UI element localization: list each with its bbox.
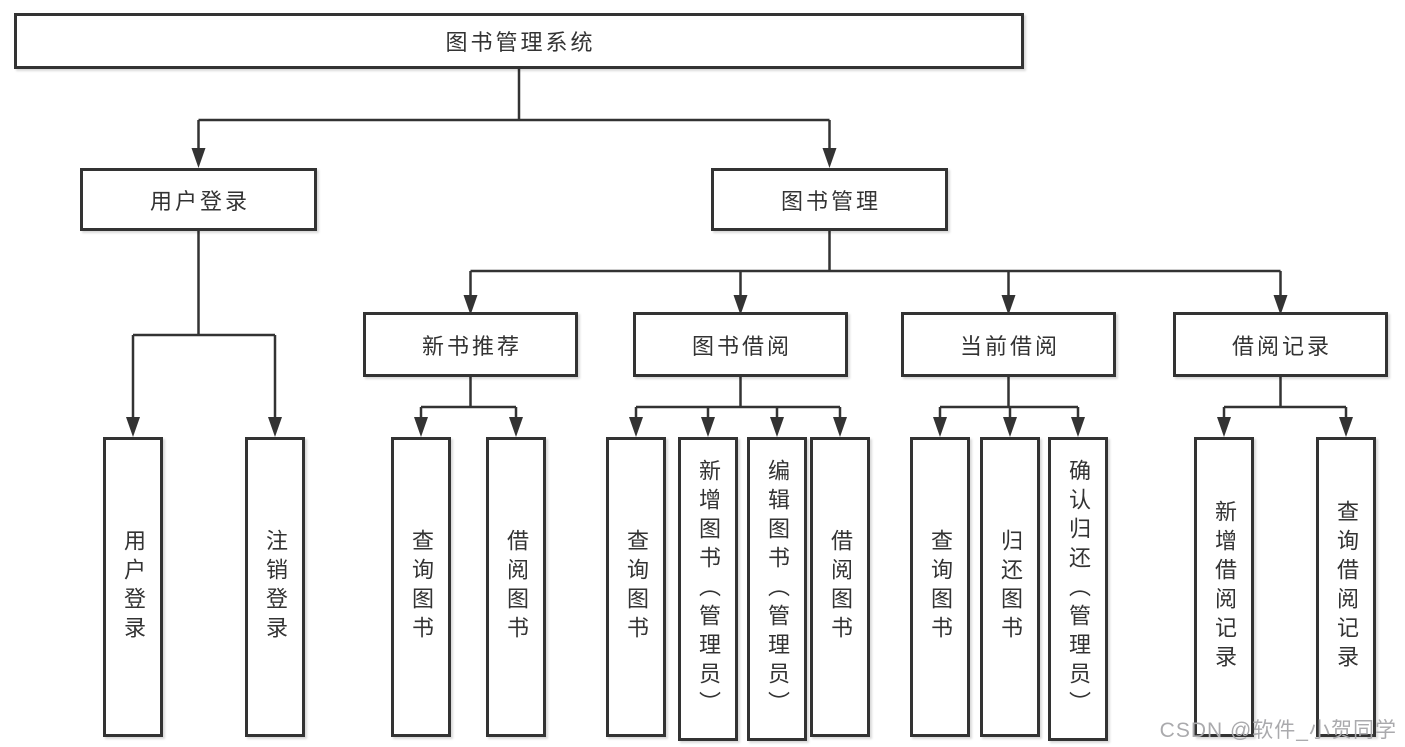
node-user-login: 用户登录 — [80, 168, 317, 231]
node-book-management: 图书管理 — [711, 168, 948, 231]
node-label: 编辑图书（管理员） — [765, 458, 790, 720]
node-current-borrow: 当前借阅 — [901, 312, 1116, 377]
node-label: 确认归还（管理员） — [1066, 458, 1091, 720]
node-label: 用户登录 — [121, 529, 146, 645]
node-label: 新书推荐 — [421, 333, 522, 359]
leaf-borrow-books-recommend: 借阅图书 — [486, 437, 546, 737]
node-label: 注销登录 — [263, 529, 288, 645]
node-library-system: 图书管理系统 — [14, 13, 1024, 69]
leaf-borrow-books: 借阅图书 — [810, 437, 870, 737]
node-label: 新增图书（管理员） — [696, 458, 721, 720]
leaf-add-book-admin: 新增图书（管理员） — [678, 437, 738, 741]
leaf-user-login: 用户登录 — [103, 437, 163, 737]
node-label: 查询图书 — [928, 529, 953, 645]
node-label: 借阅图书 — [504, 529, 529, 645]
node-book-borrow: 图书借阅 — [633, 312, 848, 377]
node-label: 借阅图书 — [828, 529, 853, 645]
node-label: 借阅记录 — [1231, 333, 1332, 359]
leaf-add-borrow-record: 新增借阅记录 — [1194, 437, 1254, 737]
leaf-edit-book-admin: 编辑图书（管理员） — [747, 437, 807, 741]
leaf-logout: 注销登录 — [245, 437, 305, 737]
leaf-query-books-current: 查询图书 — [910, 437, 970, 737]
csdn-watermark: CSDN @软件_小贺同学 — [1159, 719, 1397, 742]
node-new-book-recommend: 新书推荐 — [363, 312, 578, 377]
node-borrow-records: 借阅记录 — [1173, 312, 1388, 377]
arrowheads — [126, 148, 1353, 437]
connector-lines — [131, 69, 1348, 429]
leaf-query-books-borrow: 查询图书 — [606, 437, 666, 737]
node-label: 图书管理 — [780, 188, 881, 214]
leaf-confirm-return-admin: 确认归还（管理员） — [1048, 437, 1108, 741]
leaf-query-borrow-record: 查询借阅记录 — [1316, 437, 1376, 737]
node-label: 图书管理系统 — [445, 30, 596, 55]
node-label: 查询借阅记录 — [1334, 500, 1359, 674]
leaf-query-books-recommend: 查询图书 — [391, 437, 451, 737]
node-label: 图书借阅 — [691, 333, 792, 359]
node-label: 查询图书 — [409, 529, 434, 645]
node-label: 查询图书 — [624, 529, 649, 645]
node-label: 当前借阅 — [959, 333, 1060, 359]
node-label: 新增借阅记录 — [1212, 500, 1237, 674]
node-label: 归还图书 — [998, 529, 1023, 645]
node-label: 用户登录 — [149, 188, 250, 214]
leaf-return-book: 归还图书 — [980, 437, 1040, 737]
